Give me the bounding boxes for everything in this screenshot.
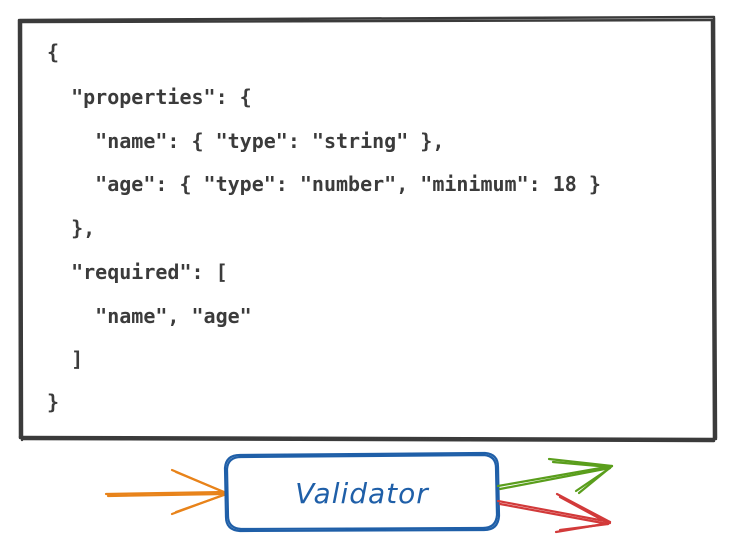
schema-line: "properties": {	[47, 85, 252, 109]
validator-label: Validator	[295, 476, 429, 510]
valid-output-arrow	[496, 457, 614, 495]
schema-line: },	[47, 216, 96, 240]
schema-box	[17, 15, 718, 443]
schema-line: }	[47, 390, 60, 414]
schema-line: "name": { "type": "string" },	[47, 129, 445, 153]
input-arrow	[104, 468, 228, 516]
schema-line: {	[47, 40, 60, 64]
invalid-output-arrow	[496, 492, 612, 534]
schema-line: ]	[47, 347, 84, 371]
schema-line: "age": { "type": "number", "minimum": 18…	[47, 172, 601, 196]
schema-line: "required": [	[47, 260, 228, 284]
validator-box	[223, 451, 501, 533]
schema-line: "name", "age"	[47, 304, 252, 328]
